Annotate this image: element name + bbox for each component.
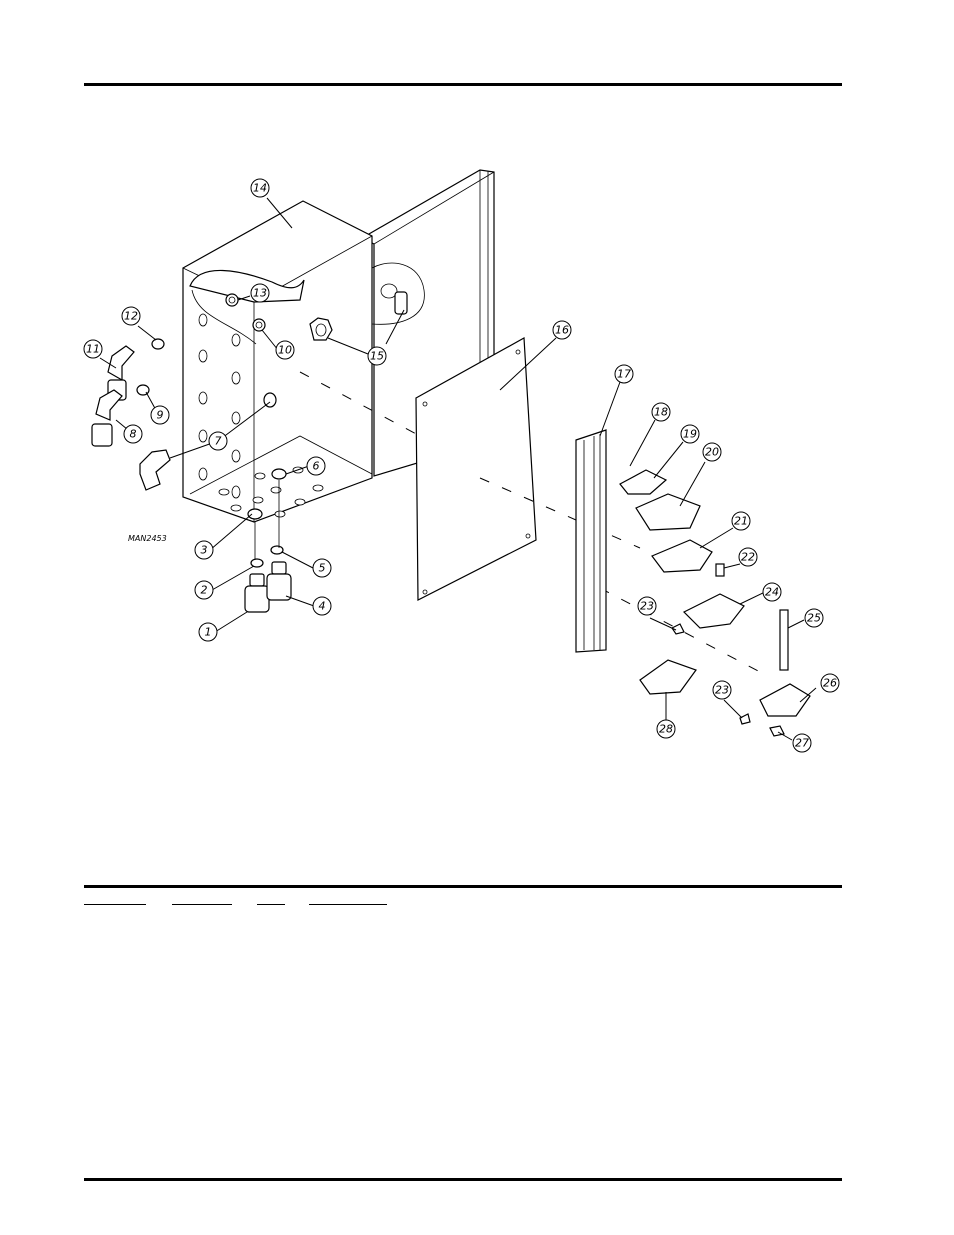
callout-7: 7 <box>208 431 228 451</box>
top-rule <box>84 83 842 86</box>
svg-text:6: 6 <box>313 460 320 473</box>
column-header-blank-2 <box>172 904 232 905</box>
callout-21: 21 <box>731 511 751 531</box>
callout-20: 20 <box>702 442 722 462</box>
callout-17: 17 <box>614 364 634 384</box>
cover-panel <box>415 337 537 601</box>
callout-10: 10 <box>275 340 295 360</box>
callout-13: 13 <box>250 283 270 303</box>
callout-27: 27 <box>792 733 812 753</box>
bulkhead-fitting <box>309 317 333 341</box>
svg-text:2: 2 <box>201 584 208 597</box>
bottom-fittings <box>244 480 292 613</box>
svg-text:23: 23 <box>640 600 654 613</box>
svg-text:4: 4 <box>319 600 326 613</box>
callout-5: 5 <box>312 558 332 578</box>
callout-4: 4 <box>312 596 332 616</box>
callout-28: 28 <box>656 719 676 739</box>
callout-3: 3 <box>194 540 214 560</box>
column-header-blank-4 <box>309 904 387 905</box>
callout-19: 19 <box>680 424 700 444</box>
column-header-blank-3 <box>257 904 285 905</box>
svg-text:24: 24 <box>765 586 779 599</box>
callout-2: 2 <box>194 580 214 600</box>
callout-15: 15 <box>367 346 387 366</box>
callout-6: 6 <box>306 456 326 476</box>
column-header-blank-1 <box>84 904 146 905</box>
callout-11: 11 <box>83 339 103 359</box>
svg-text:13: 13 <box>253 287 267 300</box>
callout-1: 1 <box>198 622 218 642</box>
svg-text:17: 17 <box>617 368 631 381</box>
callout-25: 25 <box>804 608 824 628</box>
bottom-rule <box>84 1178 842 1181</box>
mounting-channel <box>575 429 607 653</box>
svg-text:1: 1 <box>205 626 212 639</box>
svg-text:21: 21 <box>734 515 748 528</box>
svg-text:18: 18 <box>654 406 668 419</box>
parts-list-rule <box>84 885 842 888</box>
svg-text:8: 8 <box>130 428 137 441</box>
svg-text:25: 25 <box>807 612 821 625</box>
svg-text:27: 27 <box>795 737 809 750</box>
callout-23a: 23 <box>637 596 657 616</box>
svg-text:14: 14 <box>253 182 267 195</box>
callout-16: 16 <box>552 320 572 340</box>
bracket-parts <box>619 469 811 737</box>
svg-text:7: 7 <box>215 435 222 448</box>
svg-text:11: 11 <box>86 343 100 356</box>
callout-18: 18 <box>651 402 671 422</box>
svg-text:19: 19 <box>683 428 697 441</box>
callout-14: 14 <box>250 178 270 198</box>
svg-text:10: 10 <box>278 344 292 357</box>
callout-24: 24 <box>762 582 782 602</box>
callout-26: 26 <box>820 673 840 693</box>
callout-8: 8 <box>123 424 143 444</box>
callout-9: 9 <box>150 405 170 425</box>
svg-text:3: 3 <box>201 544 208 557</box>
callout-23b: 23 <box>712 680 732 700</box>
svg-text:16: 16 <box>555 324 569 337</box>
svg-text:15: 15 <box>370 350 384 363</box>
enclosure-box <box>182 200 373 523</box>
svg-text:22: 22 <box>741 551 755 564</box>
svg-text:12: 12 <box>124 310 138 323</box>
svg-text:23: 23 <box>715 684 729 697</box>
svg-text:5: 5 <box>319 562 326 575</box>
exploded-parts-diagram: MAN2453 1 2 3 4 5 6 7 8 9 10 11 12 13 14… <box>83 169 840 753</box>
callout-12: 12 <box>121 306 141 326</box>
svg-text:26: 26 <box>823 677 837 690</box>
svg-text:9: 9 <box>157 409 164 422</box>
leader-lines <box>99 197 817 741</box>
svg-text:28: 28 <box>659 723 673 736</box>
callout-22: 22 <box>738 547 758 567</box>
drawing-reference: MAN2453 <box>128 534 167 543</box>
svg-text:20: 20 <box>705 446 719 459</box>
